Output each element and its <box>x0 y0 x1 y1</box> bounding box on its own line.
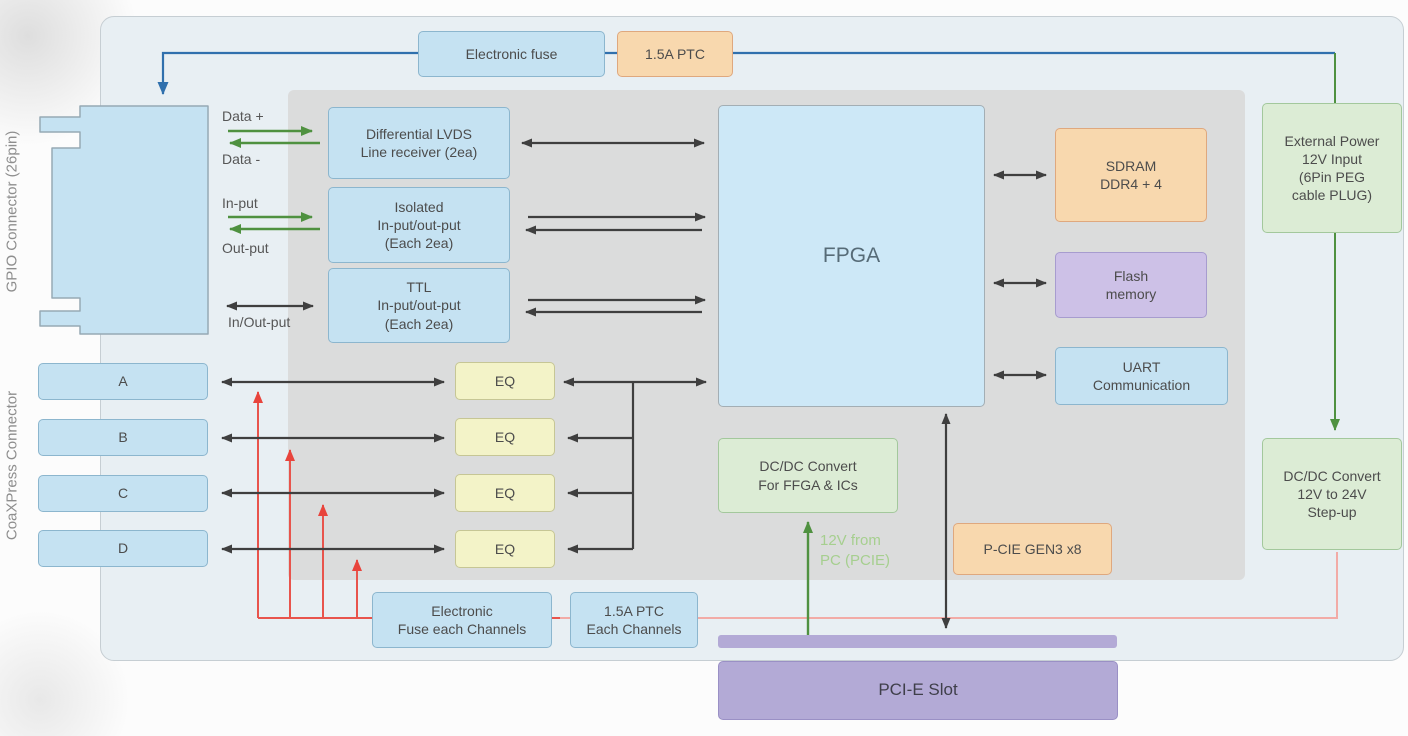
fpga-box: FPGA <box>718 105 985 407</box>
channel-d-box: D <box>38 530 208 567</box>
fpga-memory-arrows <box>993 170 1047 380</box>
data-plus-label: Data + <box>222 108 264 124</box>
blue-power-line <box>157 51 1335 95</box>
dcdc-fpga-box: DC/DC Convert For FFGA & ICs <box>718 438 898 513</box>
gpio-connector-label: GPIO Connector (26pin) <box>3 130 21 293</box>
pc-12v-annotation: 12V from PC (PCIE) <box>820 532 891 570</box>
channel-fuse-box: Electronic Fuse each Channels <box>372 592 552 648</box>
pcie-edge-connector <box>718 635 1117 648</box>
electronic-fuse-box: Electronic fuse <box>418 31 605 77</box>
pcie-gen3-box: P-CIE GEN3 x8 <box>953 523 1112 575</box>
ttl-io-box: TTL In-put/out-put (Each 2ea) <box>328 268 510 343</box>
gpio-connector-shape <box>39 105 209 335</box>
data-minus-label: Data - <box>222 151 261 167</box>
lvds-receiver-box: Differential LVDS Line receiver (2ea) <box>328 107 510 179</box>
channel-b-box: B <box>38 419 208 456</box>
coaxpress-connector-label: CoaXPress Connector <box>3 390 21 541</box>
eq-box-b: EQ <box>455 418 555 456</box>
channel-eq-arrows <box>221 377 445 554</box>
inout-label: In/Out-put <box>228 314 291 330</box>
eq-box-d: EQ <box>455 530 555 568</box>
dcdc-stepup-box: DC/DC Convert 12V to 24V Step-up <box>1262 438 1402 550</box>
io-to-fpga-arrows <box>521 138 706 317</box>
pcie-slot-box: PCI-E Slot <box>718 661 1118 720</box>
uart-box: UART Communication <box>1055 347 1228 405</box>
eq-box-a: EQ <box>455 362 555 400</box>
eq-box-c: EQ <box>455 474 555 512</box>
output-label: Out-put <box>222 240 269 256</box>
flash-memory-box: Flash memory <box>1055 252 1207 318</box>
external-power-box: External Power 12V Input (6Pin PEG cable… <box>1262 103 1402 233</box>
sdram-box: SDRAM DDR4 + 4 <box>1055 128 1207 222</box>
isolated-io-box: Isolated In-put/out-put (Each 2ea) <box>328 187 510 263</box>
return-line-pink <box>560 552 1338 619</box>
ptc-box: 1.5A PTC <box>617 31 733 77</box>
channel-c-box: C <box>38 475 208 512</box>
input-label: In-put <box>222 195 258 211</box>
channel-ptc-box: 1.5A PTC Each Channels <box>570 592 698 648</box>
gpio-signal-arrows <box>228 126 320 234</box>
eq-bus-arrows <box>563 377 707 554</box>
channel-a-box: A <box>38 363 208 400</box>
